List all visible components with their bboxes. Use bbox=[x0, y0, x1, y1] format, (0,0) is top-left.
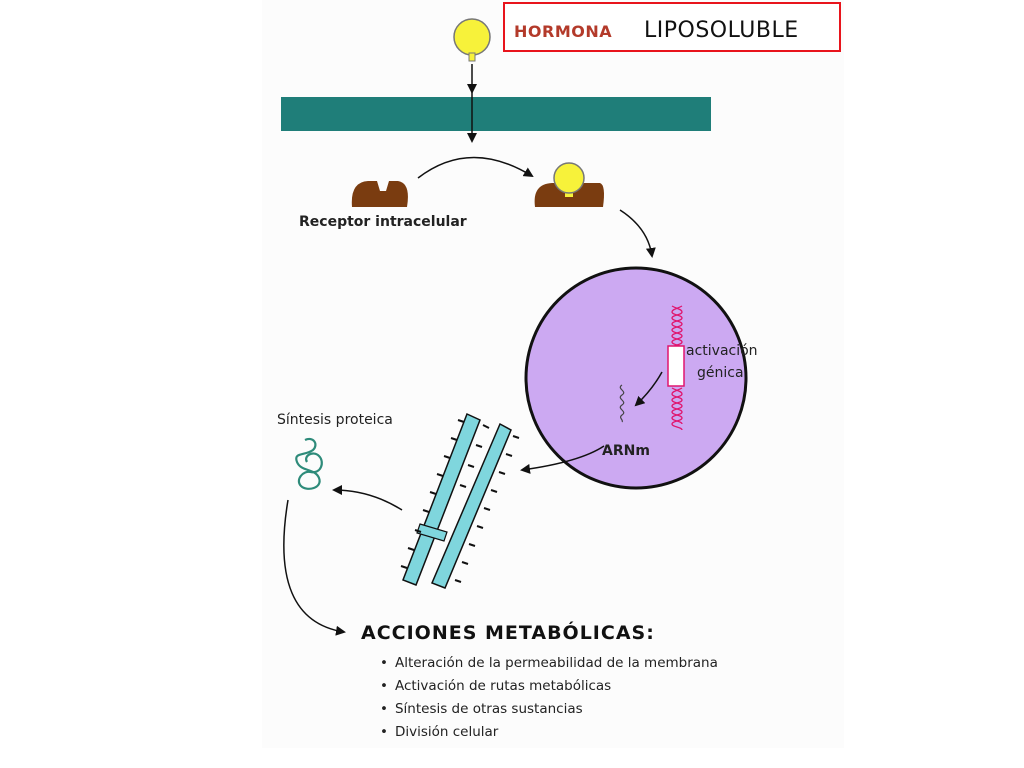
receptor-empty bbox=[351, 181, 408, 207]
dna-strand bbox=[667, 305, 685, 431]
gene-activation-label-1: activación bbox=[686, 343, 758, 359]
mrna-label: ARNm bbox=[602, 443, 650, 459]
mrna-strand bbox=[619, 384, 625, 423]
list-item: Activación de rutas metabólicas bbox=[380, 675, 718, 698]
cell-membrane bbox=[281, 97, 711, 131]
metabolic-actions-title: ACCIONES METABÓLICAS: bbox=[361, 622, 655, 644]
mrna-export-arrow bbox=[520, 445, 605, 474]
metabolic-arrow bbox=[283, 499, 346, 636]
list-item: Síntesis de otras sustancias bbox=[380, 698, 718, 721]
metabolic-actions-list: Alteración de la permeabilidad de la mem… bbox=[380, 652, 718, 744]
hormone-type-title: LIPOSOLUBLE bbox=[644, 18, 799, 43]
title-box bbox=[503, 2, 841, 52]
hormone-title: HORMONA bbox=[514, 22, 613, 41]
rough-endoplasmic-reticulum bbox=[400, 412, 520, 589]
receptor-label: Receptor intracelular bbox=[299, 214, 467, 230]
protein-synthesis-label: Síntesis proteica bbox=[277, 412, 393, 428]
nucleus-entry-arrow bbox=[619, 209, 656, 258]
hormone-molecule bbox=[453, 18, 491, 62]
list-item: División celular bbox=[380, 721, 718, 744]
list-item: Alteración de la permeabilidad de la mem… bbox=[380, 652, 718, 675]
protein-coil bbox=[295, 437, 323, 490]
binding-arrow bbox=[417, 156, 534, 179]
gene-activation-label-2: génica bbox=[697, 365, 744, 381]
synthesis-arrow bbox=[332, 485, 403, 511]
transcription-arrow bbox=[634, 371, 663, 407]
hormone-receptor-complex bbox=[534, 162, 604, 207]
nucleus bbox=[524, 266, 748, 490]
